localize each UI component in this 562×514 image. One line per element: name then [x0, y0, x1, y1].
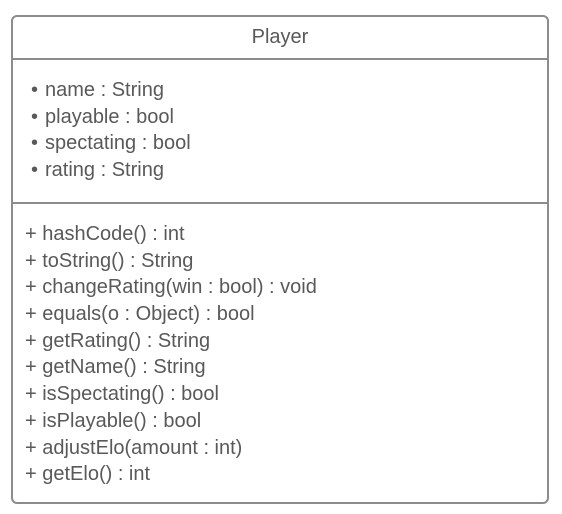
methods-compartment: + hashCode() : int + toString() : String… — [25, 221, 317, 488]
method-getelo: + getElo() : int — [25, 463, 151, 486]
bullet-icon: • — [31, 105, 39, 128]
attribute-text: name : String — [45, 79, 164, 101]
method-getname: + getName() : String — [25, 356, 206, 379]
method-getrating: + getRating() : String — [25, 329, 211, 352]
attribute-playable: • playable : bool — [31, 104, 191, 131]
method-isspectating: + isSpectating() : bool — [25, 383, 219, 406]
bullet-icon: • — [31, 132, 39, 155]
method-isplayable: + isPlayable() : bool — [25, 409, 202, 432]
method-tostring: + toString() : String — [25, 249, 194, 272]
attribute-text: playable : bool — [45, 105, 174, 128]
attribute-text: spectating : bool — [45, 132, 191, 155]
attribute-rating: • rating : String — [31, 157, 191, 184]
method-hashcode: + hashCode() : int — [25, 223, 185, 245]
bullet-icon: • — [31, 158, 39, 181]
attributes-methods-divider — [13, 202, 547, 204]
uml-class-box: Player • name : String • playable : bool •… — [11, 15, 549, 504]
method-adjustelo: + adjustElo(amount : int) — [25, 436, 243, 459]
attribute-text: rating : String — [45, 158, 164, 181]
name-attributes-divider — [13, 58, 547, 60]
attribute-spectating: • spectating : bool — [31, 130, 191, 157]
class-name: Player — [251, 26, 309, 48]
method-changerating: + changeRating(win : bool) : void — [25, 276, 317, 299]
attributes-compartment: • name : String • playable : bool • spectat… — [31, 77, 191, 183]
bullet-icon: • — [31, 79, 39, 101]
method-equals: + equals(o : Object) : bool — [25, 303, 255, 326]
attribute-name: • name : String — [31, 77, 191, 104]
